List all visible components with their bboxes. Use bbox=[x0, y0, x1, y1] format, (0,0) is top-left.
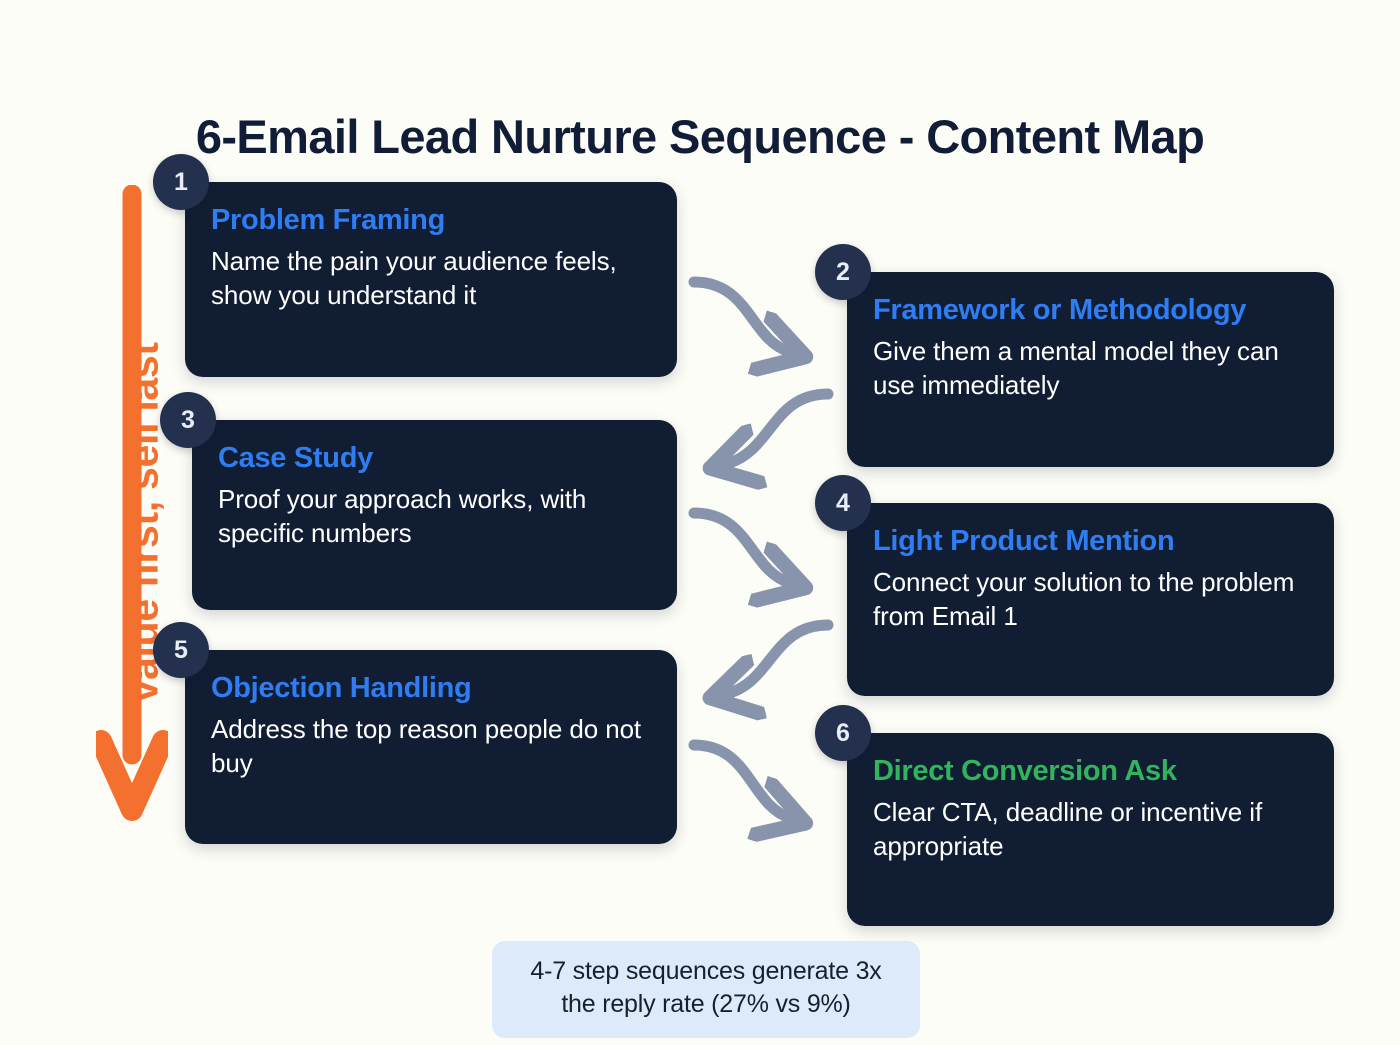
card-description: Clear CTA, deadline or incentive if appr… bbox=[873, 797, 1263, 862]
card-description: Proof your approach works, with specific… bbox=[218, 484, 587, 549]
connector-2-to-3 bbox=[726, 388, 834, 464]
step-badge: 4 bbox=[815, 475, 871, 531]
footer-line-1: 4-7 step sequences generate 3x bbox=[530, 957, 882, 985]
step-badge: 5 bbox=[153, 622, 209, 678]
card-title: Light Product Mention bbox=[873, 525, 1175, 557]
connector-3-to-4 bbox=[688, 507, 790, 583]
card-case-study[interactable]: 3 Case Study Proof your approach works, … bbox=[160, 392, 677, 610]
card-description: Address the top reason people do not buy bbox=[211, 714, 642, 779]
step-badge: 2 bbox=[815, 244, 871, 300]
step-badge: 6 bbox=[815, 705, 871, 761]
card-framework-or-methodology[interactable]: 2 Framework or Methodology Give them a m… bbox=[815, 244, 1334, 467]
card-description: Give them a mental model they can use im… bbox=[873, 336, 1279, 401]
footer-line-2: the reply rate (27% vs 9%) bbox=[561, 990, 851, 1019]
card-light-product-mention[interactable]: 4 Light Product Mention Connect your sol… bbox=[815, 475, 1334, 696]
card-title: Direct Conversion Ask bbox=[873, 755, 1177, 787]
card-title: Problem Framing bbox=[211, 204, 445, 236]
connector-5-to-6 bbox=[688, 739, 790, 818]
card-title: Case Study bbox=[218, 442, 373, 474]
card-title: Framework or Methodology bbox=[873, 294, 1247, 326]
card-description: Connect your solution to the problem fro… bbox=[873, 567, 1295, 632]
step-badge: 1 bbox=[153, 154, 209, 210]
card-problem-framing[interactable]: 1 Problem Framing Name the pain your aud… bbox=[153, 154, 677, 377]
card-title: Objection Handling bbox=[211, 672, 472, 704]
card-description: Name the pain your audience feels, show … bbox=[211, 246, 617, 311]
down-arrow-icon bbox=[96, 185, 168, 821]
card-objection-handling[interactable]: 5 Objection Handling Address the top rea… bbox=[153, 622, 677, 844]
connector-1-to-2 bbox=[688, 276, 790, 352]
card-direct-conversion-ask[interactable]: 6 Direct Conversion Ask Clear CTA, deadl… bbox=[815, 705, 1334, 926]
page-title: 6-Email Lead Nurture Sequence - Content … bbox=[195, 110, 1205, 164]
footer-stat-note: 4-7 step sequences generate 3x the reply… bbox=[492, 941, 920, 1038]
step-badge: 3 bbox=[160, 392, 216, 448]
connector-4-to-5 bbox=[726, 619, 834, 694]
